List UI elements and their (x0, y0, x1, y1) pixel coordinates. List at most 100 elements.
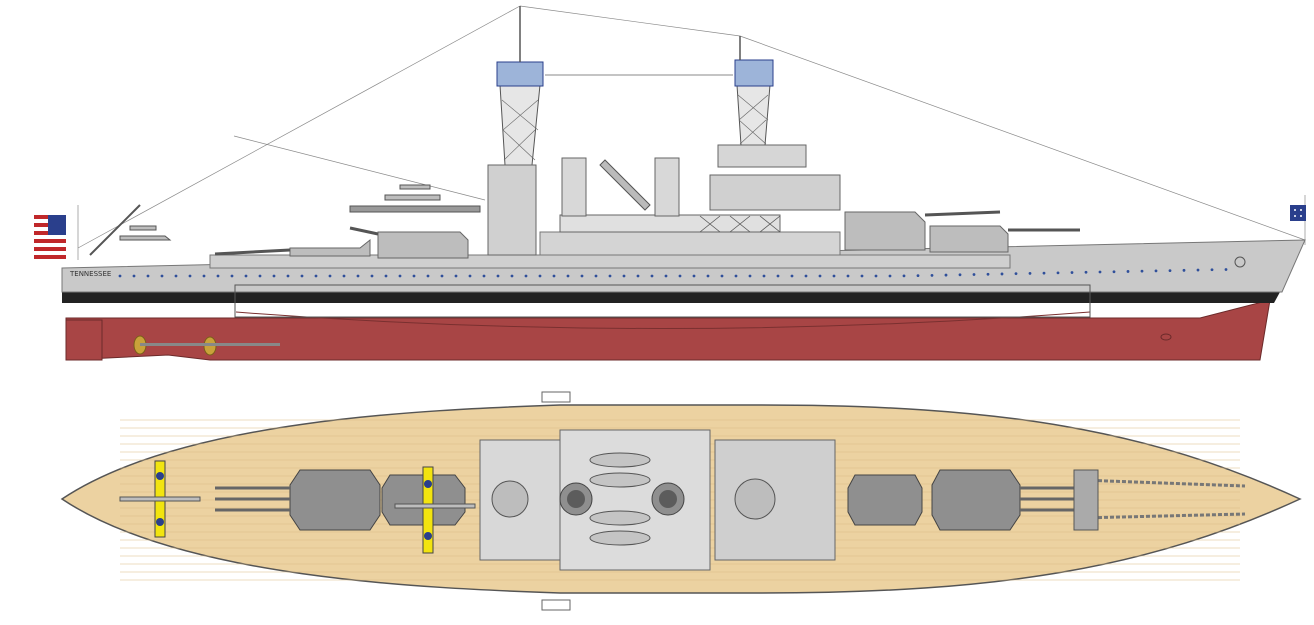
porthole (944, 273, 948, 277)
porthole (454, 274, 458, 278)
porthole (1112, 270, 1116, 274)
plan-view (60, 391, 1302, 611)
crane (599, 159, 651, 211)
funnel-fwd (654, 157, 680, 217)
porthole (846, 274, 850, 278)
porthole (608, 274, 612, 278)
boat-deck (539, 231, 841, 256)
porthole (1084, 270, 1088, 274)
porthole (678, 274, 682, 278)
shaft (140, 343, 280, 346)
porthole (748, 274, 752, 278)
porthole (650, 274, 654, 278)
profile-view: TENNESSEE (34, 5, 1306, 361)
porthole (496, 274, 500, 278)
porthole (566, 274, 570, 278)
porthole (594, 274, 598, 278)
ladder-bottom (541, 599, 571, 611)
porthole (734, 274, 738, 278)
porthole (146, 274, 150, 278)
bilge-keel (235, 311, 1091, 329)
porthole (1000, 272, 1004, 276)
funnel-aft (561, 157, 587, 217)
floatplane-profile (119, 184, 441, 241)
boat-crane-aft (89, 204, 141, 256)
fwd-cage-mast (709, 36, 841, 211)
porthole (580, 274, 584, 278)
porthole (342, 274, 346, 278)
porthole (272, 274, 276, 278)
porthole (258, 274, 262, 278)
porthole (356, 274, 360, 278)
turret-4-plan (289, 469, 381, 531)
porthole (664, 274, 668, 278)
fwd-mast-top (734, 478, 776, 520)
porthole (440, 274, 444, 278)
hawse-pipe (1160, 333, 1172, 341)
porthole (622, 274, 626, 278)
porthole (636, 274, 640, 278)
star-roundel-icon (424, 532, 432, 540)
porthole (1098, 270, 1102, 274)
porthole (384, 274, 388, 278)
porthole (1196, 268, 1200, 272)
porthole (552, 274, 556, 278)
porthole (188, 274, 192, 278)
aft-cage-mast (487, 6, 544, 256)
porthole (398, 274, 402, 278)
porthole (1210, 268, 1214, 272)
star-roundel-icon (156, 518, 164, 526)
porthole (972, 273, 976, 276)
porthole (1224, 268, 1228, 271)
us-flag-icon (34, 215, 66, 263)
porthole (790, 274, 794, 278)
capstan-area (1073, 469, 1099, 531)
porthole (776, 274, 780, 278)
us-jack-icon (1290, 205, 1306, 221)
boot-topping (62, 292, 1280, 303)
porthole (692, 274, 696, 278)
porthole (524, 274, 528, 278)
porthole (538, 274, 542, 278)
porthole (300, 274, 304, 278)
aft-mast-top (491, 480, 529, 518)
porthole (720, 274, 724, 278)
porthole (132, 274, 136, 278)
porthole (762, 274, 766, 278)
porthole (1070, 271, 1074, 274)
plan-guns (215, 486, 1080, 512)
porthole (1056, 271, 1060, 275)
anchor-chains (1079, 478, 1246, 520)
porthole (286, 274, 290, 278)
ships-boats (589, 452, 651, 546)
bow-crest-icon (1234, 256, 1246, 268)
star-roundel-icon (156, 472, 164, 480)
porthole (1126, 270, 1130, 273)
plan-turrets (289, 469, 1021, 531)
porthole (818, 274, 822, 278)
rudder (65, 319, 103, 361)
porthole (888, 274, 892, 278)
porthole (1168, 269, 1172, 272)
portholes (118, 268, 1228, 278)
profile-turrets (289, 211, 1009, 259)
porthole (958, 273, 962, 277)
porthole (370, 274, 374, 278)
porthole (874, 274, 878, 278)
porthole (510, 274, 514, 278)
turret-3 (377, 231, 469, 259)
porthole (230, 274, 234, 278)
porthole (1028, 272, 1032, 275)
porthole (1014, 272, 1018, 276)
porthole (426, 274, 430, 278)
porthole (482, 274, 486, 278)
porthole (328, 274, 332, 278)
armor-belt (234, 284, 1091, 318)
turret-4 (289, 238, 371, 257)
porthole (468, 274, 472, 278)
porthole (244, 274, 248, 278)
hull-bottom (65, 299, 1271, 361)
porthole (986, 272, 990, 276)
propellers (65, 319, 280, 361)
